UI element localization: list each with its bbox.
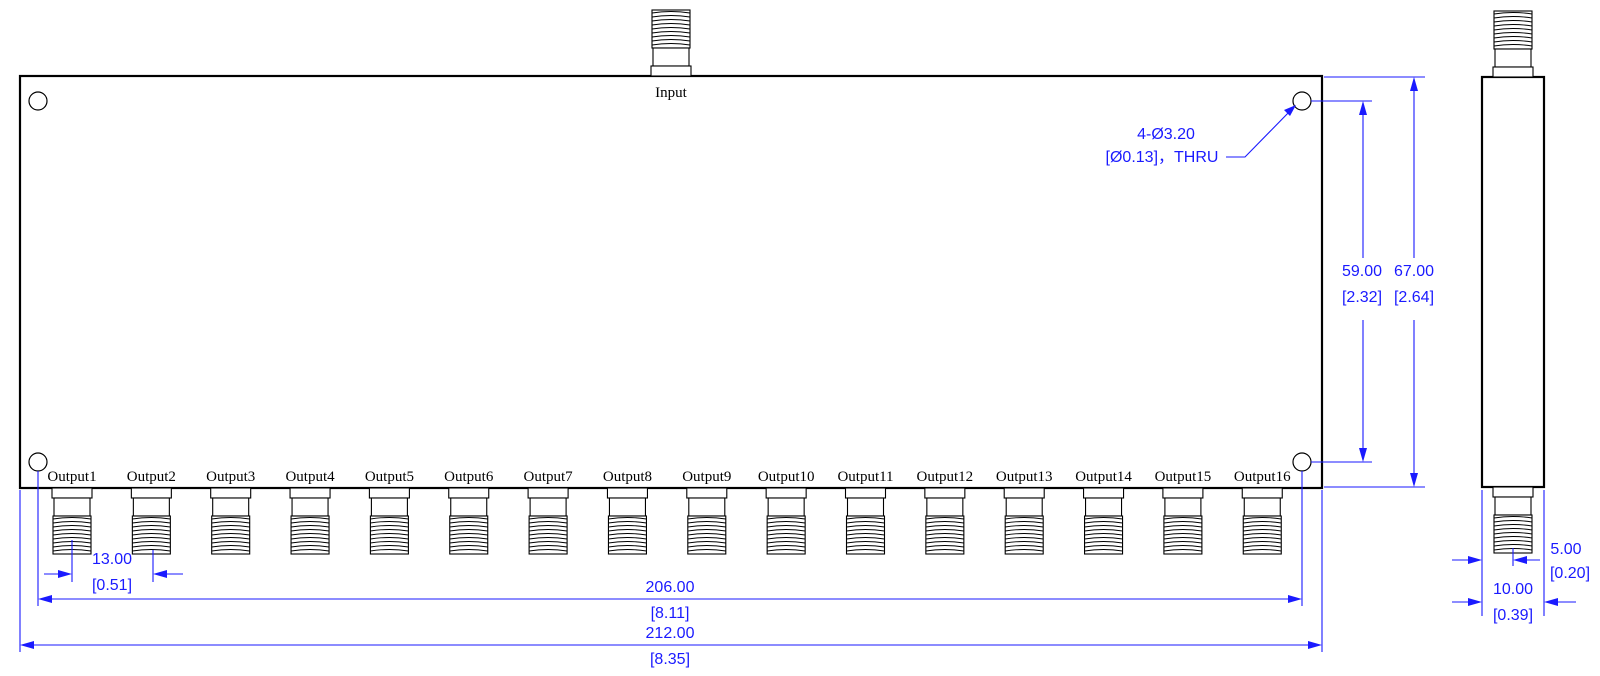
enclosure-outline	[18, 74, 1324, 490]
dim-conn-offset-in: [0.20]	[1550, 565, 1590, 582]
dim-thickness-mm: 10.00	[1493, 581, 1533, 598]
output-label-6: Output6	[444, 469, 494, 485]
arrow-width-bottom	[1410, 473, 1418, 487]
mounting-hole-top-left	[28, 91, 48, 111]
output-label-11: Output11	[837, 469, 893, 485]
output-connector-10	[765, 487, 807, 555]
output-label-14: Output14	[1075, 469, 1132, 485]
output-label-10: Output10	[758, 469, 815, 485]
output-connector-15	[1162, 487, 1204, 555]
output-connector-7	[527, 487, 569, 555]
dim-hole-span-y-mm: 59.00	[1342, 263, 1382, 280]
arrow-conn-offset-right	[1513, 556, 1527, 564]
output-label-1: Output1	[47, 469, 96, 485]
arrow-length-right	[1308, 641, 1322, 649]
input-connector	[650, 9, 692, 77]
dim-hole-span-y-in: [2.32]	[1342, 289, 1382, 306]
dim-length-in: [8.35]	[650, 651, 690, 668]
arrow-conn-offset-left	[1468, 556, 1482, 564]
side-output-connector-body	[1492, 486, 1534, 554]
arrow-thickness-left	[1468, 598, 1482, 606]
output-label-15: Output15	[1155, 469, 1212, 485]
dim-pitch-mm: 13.00	[92, 551, 132, 568]
output-label-7: Output7	[524, 469, 574, 485]
dim-thickness-in: [0.39]	[1493, 607, 1533, 624]
output-label-9: Output9	[682, 469, 731, 485]
hole-callout-arrow	[1284, 105, 1296, 116]
output-connector-2	[130, 487, 172, 555]
input-label: Input	[655, 85, 687, 101]
arrow-pitch-left	[58, 570, 72, 578]
input-connector-body	[650, 9, 692, 77]
arrow-hole-span-y-top	[1359, 101, 1367, 115]
output-connector-8	[606, 487, 649, 555]
output-connector-9	[686, 487, 728, 555]
dim-width-in: [2.64]	[1394, 289, 1434, 306]
output-label-16: Output16	[1234, 469, 1291, 485]
dim-length-mm: 212.00	[646, 625, 695, 642]
mounting-hole-bottom-left	[28, 452, 48, 472]
output-label-8: Output8	[603, 469, 652, 485]
output-label-13: Output13	[996, 469, 1053, 485]
arrow-pitch-right	[153, 570, 167, 578]
side-view-outline	[1480, 75, 1546, 489]
output-connector-12	[924, 487, 966, 555]
arrow-length-left	[20, 641, 34, 649]
mounting-hole-bottom-right	[1292, 452, 1312, 472]
output-label-5: Output5	[365, 469, 414, 485]
hole-callout-line2: [Ø0.13]，THRU	[1106, 149, 1219, 166]
output-label-3: Output3	[206, 469, 255, 485]
output-connector-11	[844, 487, 887, 555]
output-connector-6	[448, 487, 490, 555]
output-connector-1	[51, 487, 93, 555]
output-connector-3	[210, 487, 252, 555]
output-label-12: Output12	[917, 469, 974, 485]
output-connector-14	[1083, 487, 1125, 555]
output-connector-16	[1241, 487, 1283, 555]
side-input-connector	[1492, 10, 1534, 78]
dim-width-mm: 67.00	[1394, 263, 1434, 280]
side-input-connector-body	[1492, 10, 1534, 78]
output-connector-13	[1003, 487, 1045, 555]
arrow-width-top	[1410, 77, 1418, 91]
arrow-thickness-right	[1544, 598, 1558, 606]
dim-conn-offset-mm: 5.00	[1550, 541, 1581, 558]
arrow-hole-span-x-right	[1288, 595, 1302, 603]
output-connector-5	[368, 487, 410, 555]
dim-hole-span-x-mm: 206.00	[646, 579, 695, 596]
arrow-hole-span-x-left	[38, 595, 52, 603]
output-label-4: Output4	[285, 469, 335, 485]
mounting-hole-top-right	[1292, 91, 1312, 111]
hole-callout-line1: 4-Ø3.20	[1137, 126, 1195, 143]
dim-hole-span-x-in: [8.11]	[651, 605, 690, 622]
output-labels: Output1 Output2 Output3 Output4 Output5 Outpu…	[47, 469, 1291, 485]
output-connector-4	[289, 487, 331, 555]
hole-callout-leader	[1226, 107, 1294, 158]
arrow-hole-span-y-bottom	[1359, 448, 1367, 462]
side-output-connector	[1492, 486, 1534, 554]
output-label-2: Output2	[127, 469, 176, 485]
output-connectors	[51, 487, 1283, 555]
dim-pitch-in: [0.51]	[92, 577, 132, 594]
